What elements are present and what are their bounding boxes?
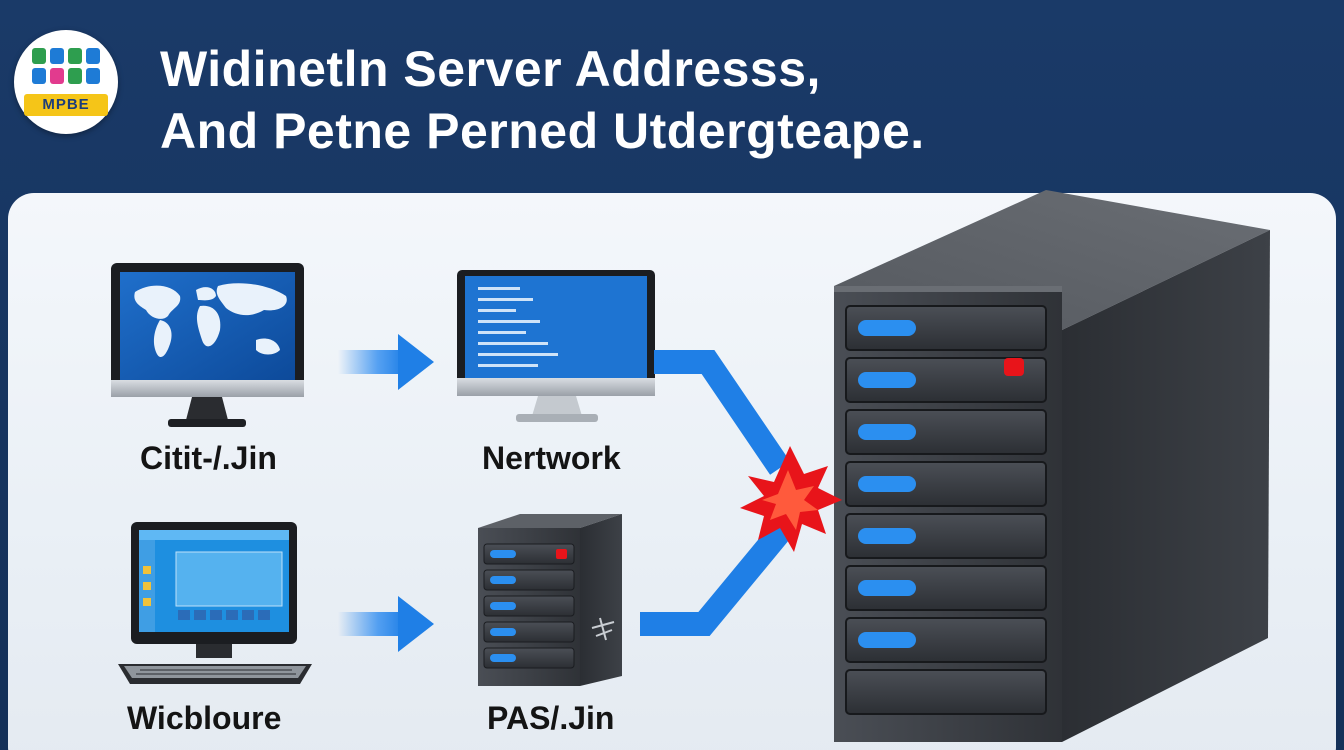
connector-network-to-rack <box>654 350 790 475</box>
arrow-desktop-to-server <box>338 596 434 652</box>
connector-server-to-rack <box>640 512 800 636</box>
label-top-left: Citit-/.Jin <box>140 440 277 476</box>
world-map-icon <box>134 283 287 358</box>
power-indicator-icon <box>1004 358 1024 376</box>
server-status-leds <box>858 320 916 648</box>
title-line-1: Widinetln Server Addresss, <box>160 41 821 97</box>
logo-icon <box>22 48 110 88</box>
logo-text: MPBE <box>24 94 108 116</box>
arrow-monitor-to-network <box>338 334 434 390</box>
small-server-bays <box>483 543 575 669</box>
server-rack-icon <box>834 190 1270 742</box>
page-title: Widinetln Server Addresss, And Petne Per… <box>160 38 925 162</box>
server-drive-bays <box>845 305 1047 715</box>
label-top-middle: Nertwork <box>482 440 621 476</box>
label-bottom-left: Wicbloure <box>127 700 282 736</box>
small-server-icon <box>478 514 622 686</box>
network-monitor-icon <box>457 270 655 422</box>
title-line-2: And Petne Perned Utdergteape. <box>160 103 925 159</box>
label-bottom-middle: PAS/.Jin <box>487 700 615 736</box>
logo: MPBE <box>14 30 118 134</box>
desktop-computer-icon <box>118 522 312 684</box>
